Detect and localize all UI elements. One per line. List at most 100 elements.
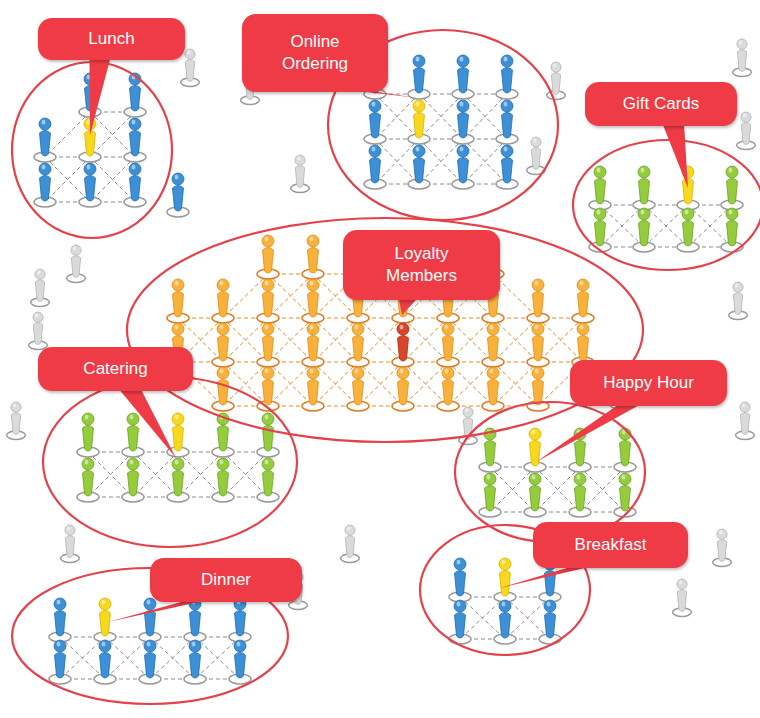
person-shine xyxy=(372,102,376,107)
lattice-link xyxy=(375,139,419,184)
lattice-link xyxy=(600,205,644,247)
lattice-link xyxy=(538,318,583,362)
person-body xyxy=(414,68,425,94)
person-icon xyxy=(167,173,189,217)
person-body xyxy=(620,441,631,467)
callout-label: Breakfast xyxy=(575,534,647,556)
person-icon xyxy=(229,640,251,684)
lattice-link xyxy=(150,637,195,679)
lattice-link xyxy=(268,362,313,406)
person-head xyxy=(65,525,75,535)
person-icon xyxy=(524,428,546,472)
lattice-link xyxy=(375,94,419,139)
callout-tail xyxy=(661,120,688,188)
person-shine xyxy=(57,600,61,605)
person-head xyxy=(532,323,544,335)
person-body xyxy=(83,471,94,497)
lattice-link xyxy=(178,452,223,497)
person-shine xyxy=(739,40,742,44)
person-shine xyxy=(102,600,106,605)
person-icon xyxy=(61,525,80,562)
lattice-link xyxy=(448,318,493,362)
lattice-link xyxy=(448,362,493,406)
person-icon xyxy=(364,145,386,189)
person-icon xyxy=(49,640,71,684)
group-ring xyxy=(455,402,645,542)
person-head xyxy=(172,279,184,291)
person-head xyxy=(619,473,631,485)
person-head xyxy=(127,458,139,470)
person-shine xyxy=(679,580,682,584)
person-body xyxy=(458,113,469,139)
person-icon xyxy=(94,640,116,684)
person-body xyxy=(533,292,544,318)
person-head xyxy=(529,473,541,485)
person-body xyxy=(741,123,750,145)
lattice-link xyxy=(358,318,403,362)
lattice-link xyxy=(268,274,313,318)
person-body xyxy=(717,540,726,562)
person-icon xyxy=(302,367,324,411)
person-body xyxy=(218,426,229,452)
person-icon xyxy=(494,600,516,644)
lattice-link xyxy=(463,139,507,184)
person-icon xyxy=(124,163,146,207)
lattice-link xyxy=(195,637,240,679)
person-body xyxy=(40,131,51,157)
lattice-link xyxy=(45,157,90,202)
lattice-link xyxy=(150,637,195,679)
person-body xyxy=(190,653,201,679)
person-head xyxy=(397,367,409,379)
person-head xyxy=(544,600,556,612)
person-icon xyxy=(212,323,234,367)
person-head xyxy=(726,166,738,178)
lattice-link xyxy=(375,139,419,184)
lattice-link xyxy=(493,362,538,406)
person-shine xyxy=(310,369,314,374)
person-body xyxy=(733,293,742,315)
person-shine xyxy=(416,57,420,62)
person-head xyxy=(369,100,381,112)
person-head xyxy=(295,155,305,165)
person-shine xyxy=(175,460,179,465)
person-head xyxy=(529,428,541,440)
person-shine xyxy=(535,325,539,330)
person-head xyxy=(35,269,45,279)
person-body xyxy=(533,336,544,362)
person-shine xyxy=(175,325,179,330)
lattice-link xyxy=(463,94,507,139)
person-head xyxy=(262,367,274,379)
person-head xyxy=(217,458,229,470)
person-head xyxy=(172,323,184,335)
lattice-link xyxy=(105,637,150,679)
lattice-link xyxy=(223,318,268,362)
person-shine xyxy=(641,168,645,173)
person-head xyxy=(99,598,111,610)
person-body xyxy=(130,176,141,202)
lattice-link xyxy=(223,274,268,318)
person-head xyxy=(262,413,274,425)
person-shine xyxy=(597,168,601,173)
person-body xyxy=(100,611,111,637)
person-head xyxy=(262,458,274,470)
person-icon xyxy=(291,155,310,192)
person-body xyxy=(575,441,586,467)
person-shine xyxy=(532,475,536,480)
person-icon xyxy=(167,458,189,502)
person-body xyxy=(531,148,540,170)
lattice-link xyxy=(463,94,507,139)
person-icon xyxy=(79,163,101,207)
person-icon xyxy=(408,55,430,99)
person-icon xyxy=(34,163,56,207)
person-body xyxy=(595,179,606,205)
person-body xyxy=(620,486,631,512)
person-head xyxy=(532,279,544,291)
person-shine xyxy=(735,283,738,287)
lattice-link xyxy=(105,637,150,679)
lattice-link xyxy=(505,597,550,639)
person-head xyxy=(352,367,364,379)
lattice-link xyxy=(688,205,732,247)
person-head xyxy=(262,235,274,247)
person-shine xyxy=(265,325,269,330)
person-shine xyxy=(265,237,269,242)
